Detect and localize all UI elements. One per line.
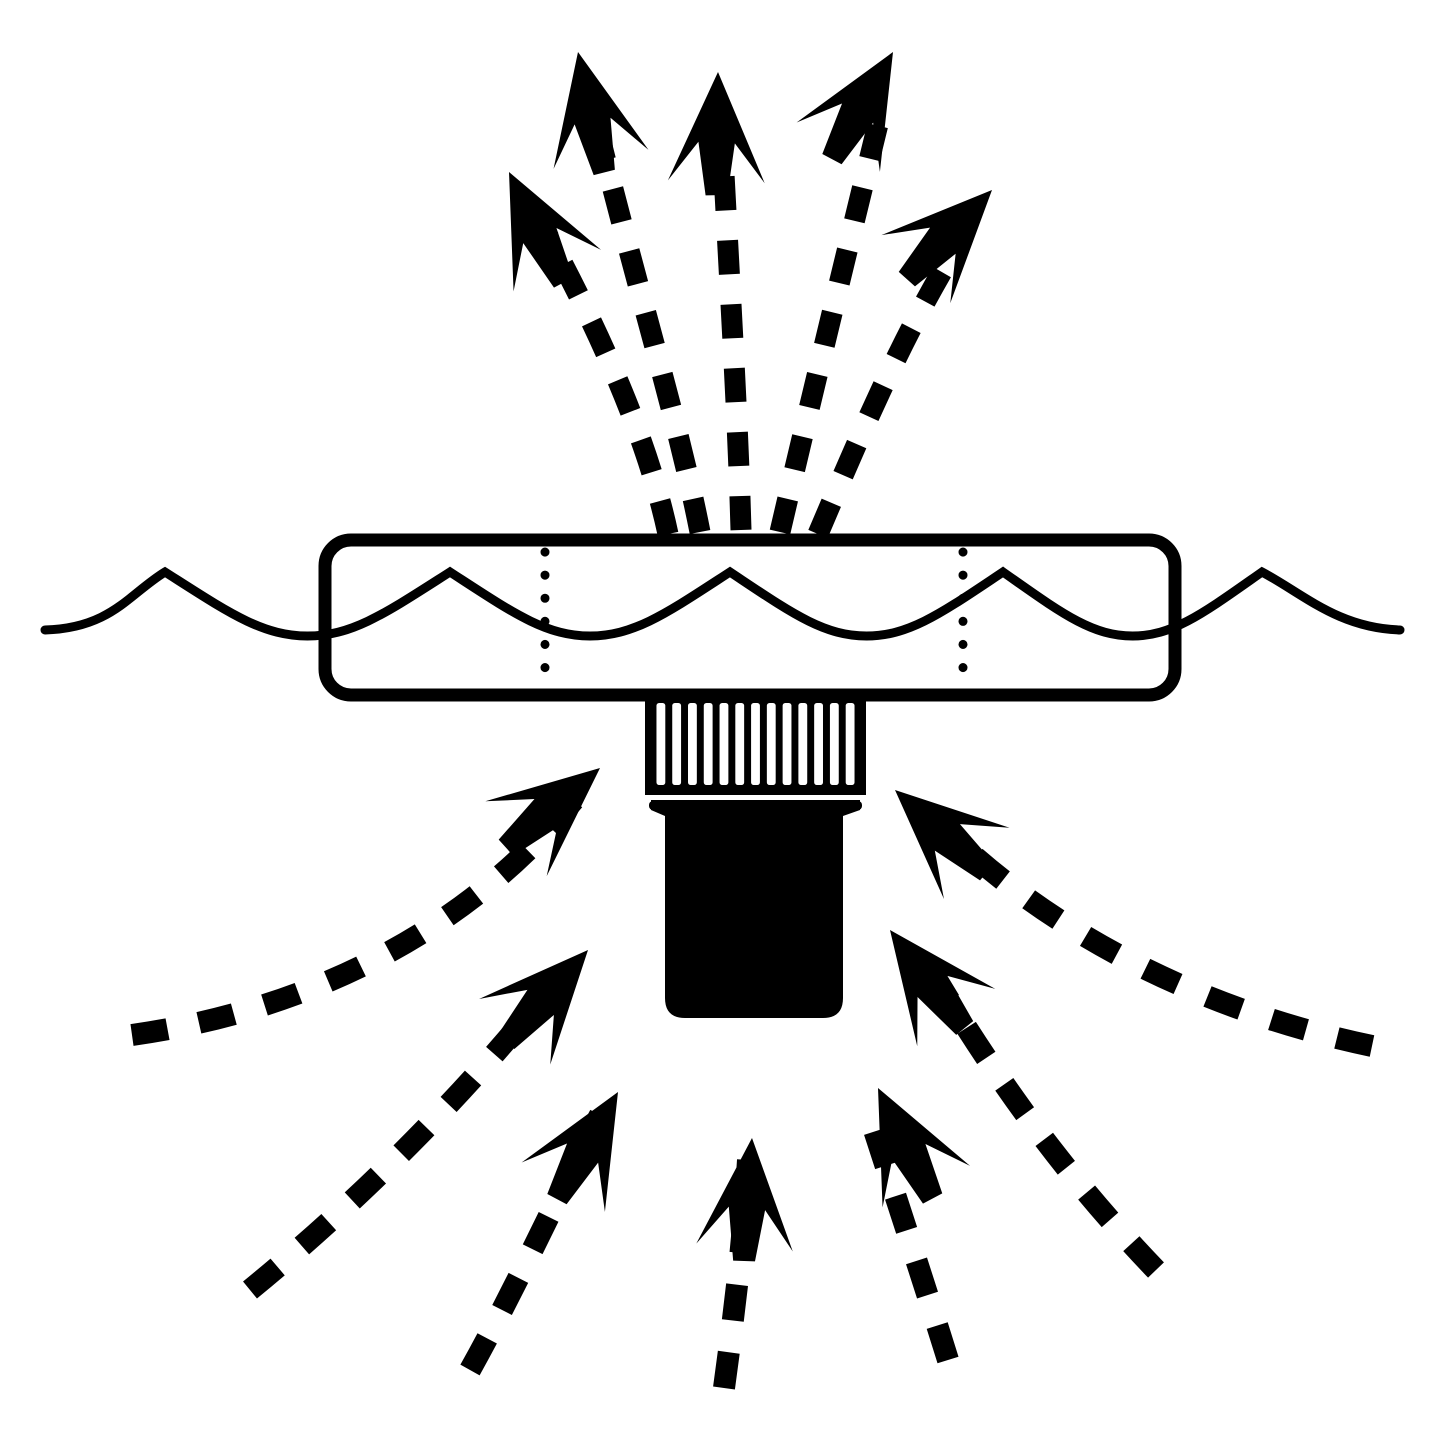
intake-right-inner-shaft — [855, 1101, 959, 1364]
arrowhead-outflow-far-left — [509, 172, 602, 292]
arrowhead-intake-left-mid — [479, 950, 588, 1065]
intake-left-mid-shaft — [243, 968, 569, 1299]
water-surface-line — [40, 566, 1405, 641]
outflow-arrow-group — [526, 121, 965, 539]
skimmer-housing-outline — [318, 533, 1182, 702]
arrowhead-intake-left-inner — [521, 1092, 618, 1212]
arrowhead-intake-right-inner — [878, 1088, 971, 1208]
intake-stem-body — [651, 800, 860, 1018]
intake-right-outer-shaft — [920, 804, 1375, 1057]
arrowhead-intake-center — [696, 1138, 793, 1262]
arrowhead-intake-right-outer — [895, 790, 1010, 899]
strainer-slot — [703, 703, 713, 785]
outflow-arrowhead-group — [509, 52, 992, 304]
arrowhead-shape — [878, 1088, 971, 1208]
strainer-slot — [735, 703, 745, 785]
arrowhead-shape — [881, 190, 992, 304]
outflow-right-shaft — [769, 121, 889, 535]
outflow-far-right-shaft — [808, 242, 965, 539]
arrowhead-shape — [509, 172, 602, 292]
arrowhead-outflow-center — [667, 72, 765, 196]
strainer-slot — [751, 703, 760, 785]
strainer-screen-group — [645, 697, 866, 810]
arrowhead-intake-left-outer — [485, 768, 600, 877]
arrowhead-outflow-left — [553, 52, 649, 176]
strainer-slot — [782, 703, 792, 785]
arrowhead-shape — [696, 1138, 793, 1262]
strainer-slot — [719, 703, 729, 785]
strainer-slot — [688, 703, 697, 785]
arrowhead-outflow-right — [796, 52, 893, 172]
arrowhead-shape — [890, 930, 996, 1047]
intake-left-inner-shaft — [460, 1109, 610, 1376]
arrowhead-intake-right-mid — [890, 930, 996, 1047]
arrowhead-shape — [667, 72, 765, 196]
outflow-far-left-shaft — [526, 208, 679, 537]
strainer-slot — [766, 703, 776, 785]
arrowhead-shape — [796, 52, 893, 172]
strainer-slot — [845, 703, 855, 785]
strainer-screen-slots — [656, 703, 855, 785]
intake-arrowhead-group — [479, 768, 1010, 1262]
strainer-slot — [672, 703, 682, 785]
arrowhead-outflow-far-right — [881, 190, 992, 304]
strainer-slot — [829, 703, 839, 785]
strainer-slot — [814, 703, 823, 785]
outflow-left-shaft — [586, 123, 711, 535]
arrowhead-shape — [485, 768, 600, 877]
arrowhead-shape — [895, 790, 1010, 899]
intake-left-outer-shaft — [130, 788, 587, 1046]
arrowhead-shape — [479, 950, 588, 1065]
strainer-slot — [798, 703, 808, 785]
skimmer-housing-group — [318, 533, 1182, 702]
strainer-slot — [656, 703, 666, 785]
arrowhead-shape — [553, 52, 649, 176]
intake-center-shaft — [713, 1159, 759, 1390]
outflow-center-shaft — [711, 135, 752, 531]
arrowhead-shape — [521, 1092, 618, 1212]
